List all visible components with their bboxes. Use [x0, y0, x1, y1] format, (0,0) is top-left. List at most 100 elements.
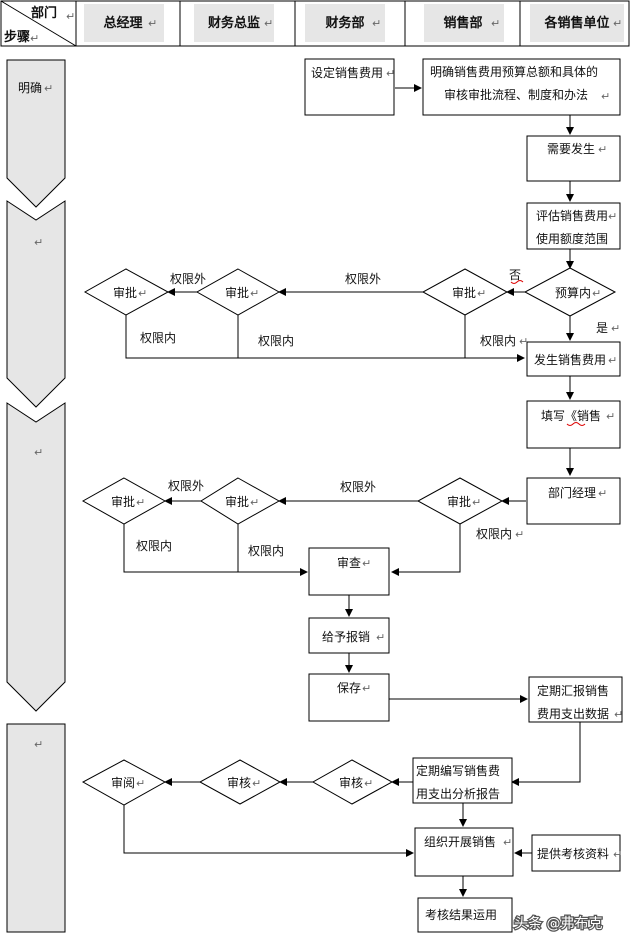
svg-text:↵: ↵ [608, 210, 617, 223]
step-chevron-1 [6, 59, 66, 208]
node-report-line1: 定期汇报销售 [537, 683, 609, 698]
svg-text:↵: ↵ [250, 496, 259, 509]
edge-label-in-5: 权限内 [248, 544, 284, 558]
node-save: 保存 ↵ [308, 673, 390, 722]
svg-text:↵: ↵ [44, 82, 53, 95]
edge-label-in-2: 权限内 [258, 334, 294, 348]
svg-text:↵: ↵ [376, 631, 385, 644]
svg-text:↵: ↵ [386, 67, 395, 80]
svg-text:↵: ↵ [252, 777, 261, 790]
svg-text:↵: ↵ [592, 287, 601, 300]
node-result-use-text: 考核结果运用 [425, 908, 497, 922]
svg-text:↵: ↵ [138, 287, 147, 300]
svg-text:↵: ↵ [362, 682, 371, 695]
node-clarify-line1: 明确销售费用预算总额和具体的 [430, 64, 598, 79]
node-reimburse-text: 给予报销 [322, 629, 370, 644]
col-header-bg-cfo [194, 4, 274, 42]
node-organize-text: 组织开展销售 [424, 834, 496, 849]
decision-within-budget-text: 预算内 [555, 285, 591, 300]
node-set-budget-text: 设定销售费用 [311, 65, 383, 80]
svg-text:↵: ↵ [30, 32, 39, 45]
svg-text:↵: ↵ [472, 496, 481, 509]
svg-text:↵: ↵ [598, 143, 607, 156]
decision-approve-sales-2: 审批 ↵ [416, 477, 504, 525]
edge-label-no: 否 [509, 268, 521, 282]
decision-approve-sales-1: 审批 ↵ [421, 268, 509, 316]
node-clarify: 明确销售费用预算总额和具体的 审核审批流程、制度和办法 ↵ [422, 58, 621, 116]
step-column: 明确 ↵ ↵ ↵ ↵ [6, 59, 66, 933]
svg-text:↵: ↵ [362, 557, 371, 570]
svg-text:↵: ↵ [515, 528, 524, 541]
svg-text:↵: ↵ [66, 10, 75, 23]
svg-text:↵: ↵ [136, 777, 145, 790]
node-dept-manager: 部门经理 ↵ [526, 477, 621, 525]
svg-text:↵: ↵ [264, 17, 273, 30]
decision-audit-finance: 审核 ↵ [311, 759, 394, 805]
node-analysis: 定期编写销售费 用支出分析报告 [412, 757, 513, 804]
svg-text:↵: ↵ [613, 17, 622, 30]
watermark: 头条 @弗布克 [513, 914, 604, 934]
decision-audit-cfo: 审核 ↵ [198, 759, 282, 805]
node-report: 定期汇报销售 费用支出数据 ↵ [528, 676, 623, 723]
decision-within-budget: 预算内 ↵ [523, 267, 617, 317]
edge-labels: 否 是 ↵ 权限外 权限外 权限内 权限内 权限内 ↵ 权限外 权限外 权限内 … [136, 268, 620, 558]
node-clarify-line2: 审核审批流程、制度和办法 [444, 87, 588, 102]
node-fill-form-text: 填写《销售 [541, 408, 601, 423]
corner-top-label: 部门 [31, 5, 57, 21]
node-assess-line2: 使用额度范围 [536, 231, 608, 246]
step-chevron-2 [6, 200, 66, 408]
node-review-text: 审查 [337, 555, 361, 570]
svg-text:↵: ↵ [601, 90, 610, 103]
svg-text:↵: ↵ [34, 236, 43, 249]
col-header-bg-units [530, 4, 624, 42]
svg-text:↵: ↵ [372, 17, 381, 30]
edge-label-yes: 是 [596, 321, 608, 335]
decision-read-gm-text: 审阅 [111, 775, 135, 790]
svg-text:↵: ↵ [364, 777, 373, 790]
col-header-cfo: 财务总监 [208, 15, 260, 31]
decision-approve-cfo-2: 审批 ↵ [200, 477, 281, 525]
svg-text:↵: ↵ [611, 322, 620, 335]
edge-label-out-2: 权限外 [170, 272, 206, 286]
decision-approve-cfo-1-text: 审批 [225, 285, 249, 300]
svg-text:↵: ↵ [608, 354, 617, 367]
decision-read-gm: 审阅 ↵ [81, 759, 167, 806]
node-need-arise-text: 需要发生 [547, 141, 595, 156]
node-assess: 评估销售费用 使用额度范围 ↵ [526, 202, 621, 250]
svg-text:↵: ↵ [613, 848, 622, 861]
node-set-budget: 设定销售费用 ↵ [304, 58, 395, 116]
node-need-arise: 需要发生 ↵ [526, 135, 621, 182]
watermark-text: 头条 @弗布克 [514, 915, 602, 932]
node-reimburse: 给予报销 ↵ [308, 617, 390, 654]
svg-text:↵: ↵ [477, 287, 486, 300]
decision-approve-gm-2: 审批 ↵ [81, 477, 167, 525]
node-save-text: 保存 [337, 681, 361, 695]
connectors [123, 84, 581, 897]
edge-label-out-4: 权限外 [168, 479, 204, 493]
step-box-4 [6, 723, 66, 933]
node-organize: 组织开展销售 ↵ [414, 827, 514, 877]
decision-audit-cfo-text: 审核 [227, 775, 251, 790]
node-assess-line1: 评估销售费用 [536, 208, 608, 223]
decision-approve-gm-1: 审批 ↵ [83, 268, 170, 316]
decision-approve-sales-1-text: 审批 [452, 285, 476, 300]
edge-label-in-1: 权限内 [140, 331, 176, 345]
decision-approve-gm-1-text: 审批 [113, 285, 137, 300]
edge-label-in-3: 权限内 [480, 334, 516, 348]
node-fill-form: 填写《销售 ↵ [526, 400, 621, 449]
svg-text:↵: ↵ [136, 496, 145, 509]
node-report-line2: 费用支出数据 [537, 706, 609, 721]
edge-label-in-6: 权限内 [476, 527, 512, 541]
node-provide-text: 提供考核资料 [537, 846, 609, 861]
edge-label-out-1: 权限外 [345, 272, 381, 286]
step-label-1: 明确 [18, 81, 42, 95]
svg-text:↵: ↵ [598, 487, 607, 500]
node-incur-expense-text: 发生销售费用 [534, 352, 606, 367]
svg-text:↵: ↵ [34, 738, 43, 751]
svg-text:↵: ↵ [503, 836, 512, 849]
decision-audit-finance-text: 审核 [339, 775, 363, 790]
svg-text:↵: ↵ [614, 708, 623, 721]
col-header-gm: 总经理 [103, 15, 142, 31]
col-header-bg-gm [84, 4, 164, 42]
